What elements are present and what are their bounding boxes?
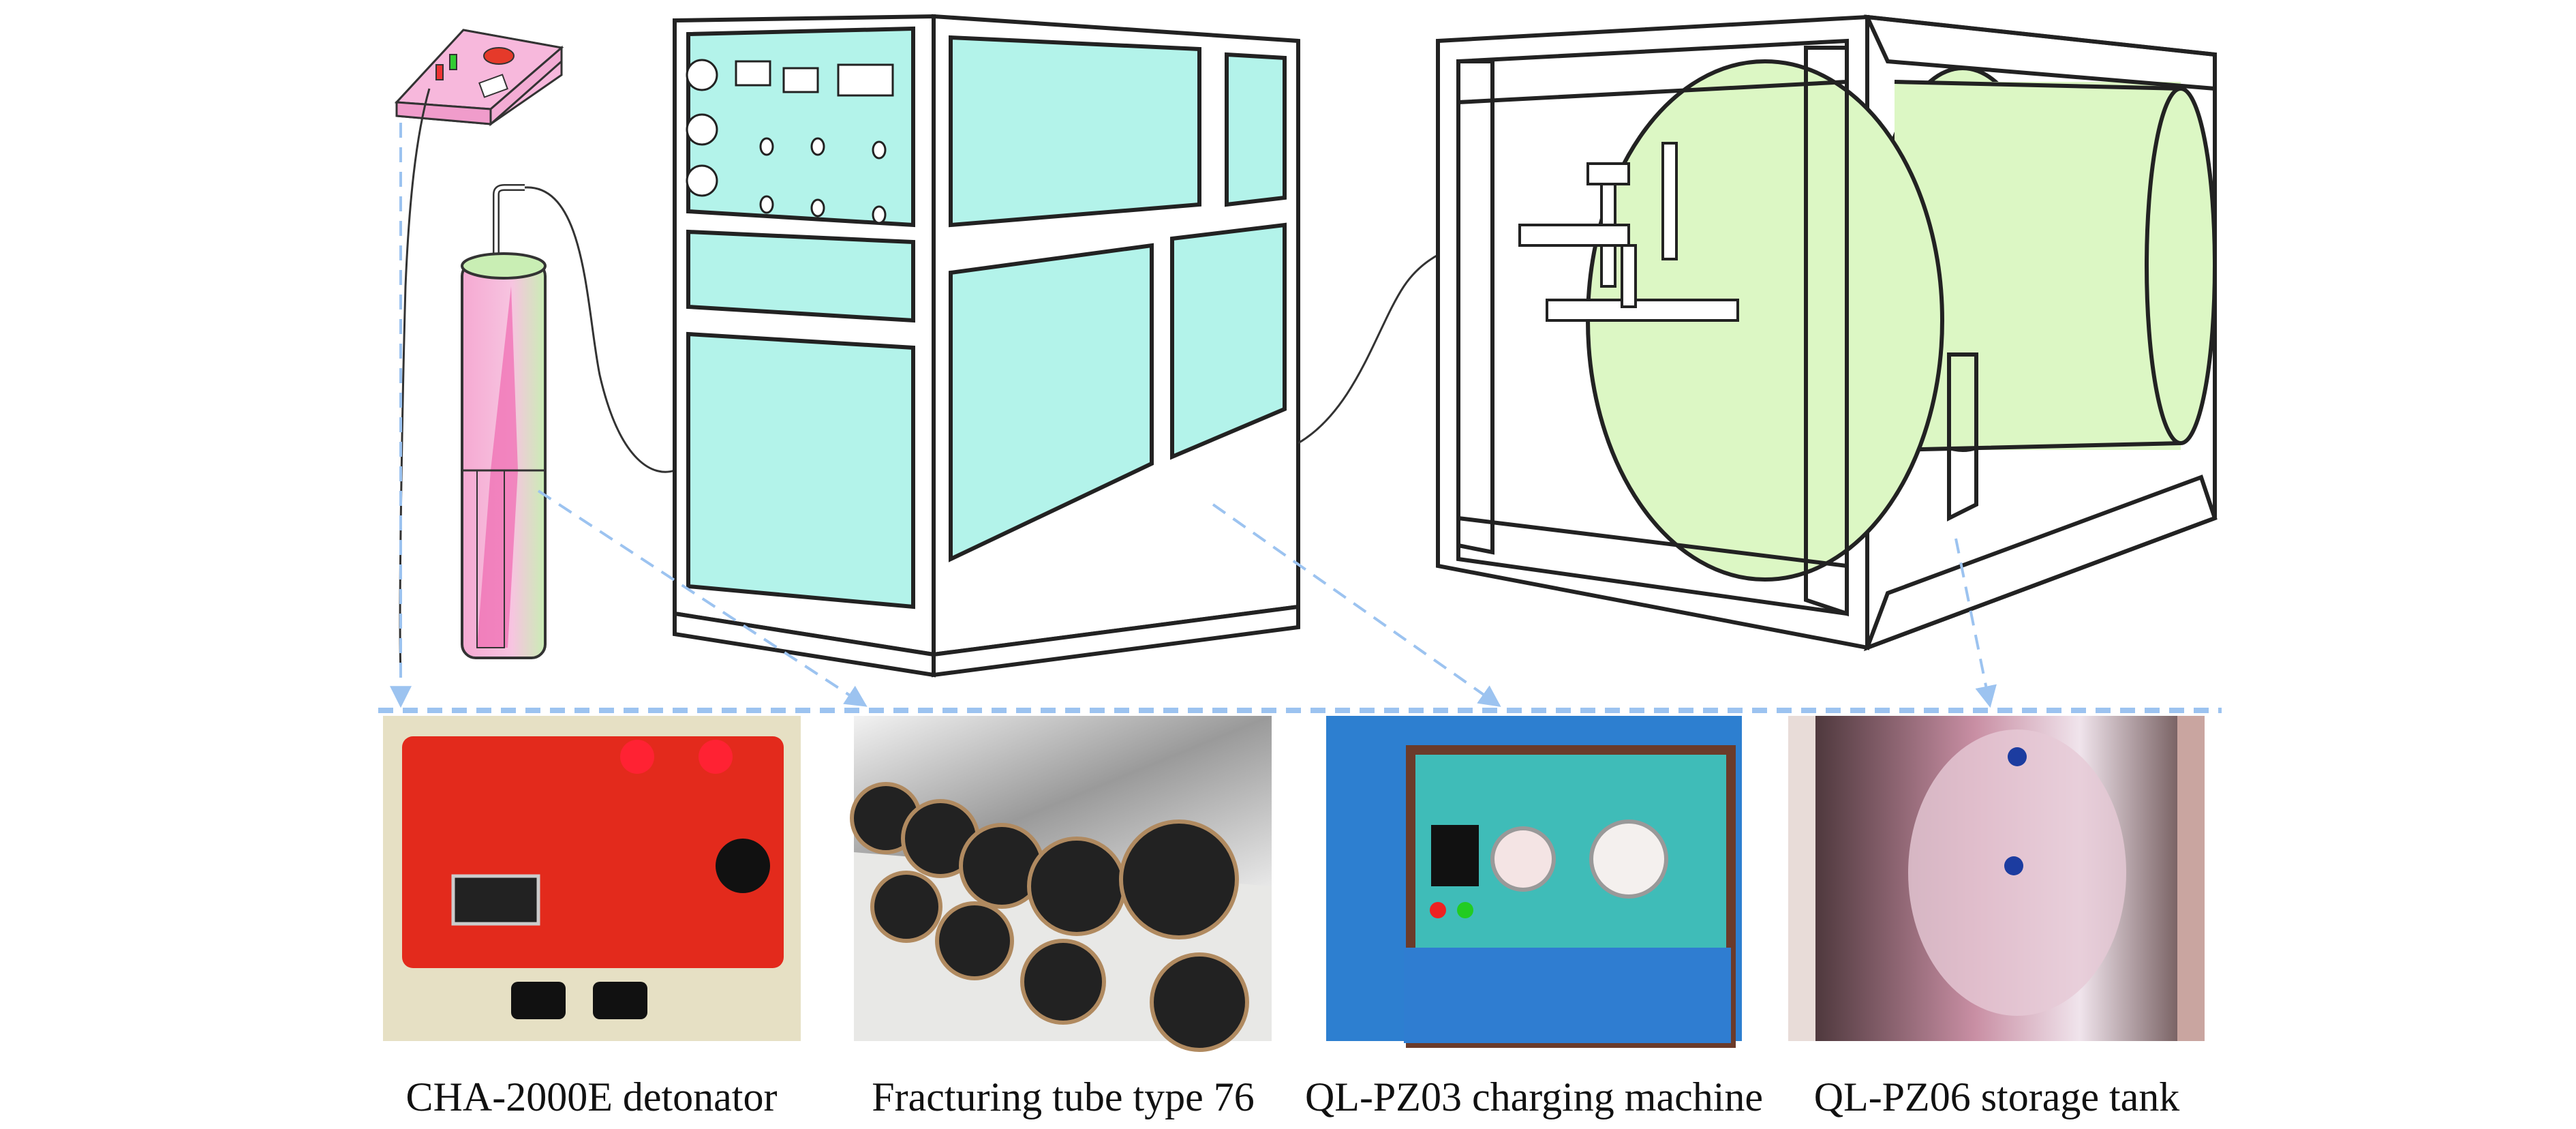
caption-storage-tank: QL-PZ06 storage tank: [1813, 1074, 2180, 1119]
detonator-illustration: [394, 29, 564, 127]
detonator-cable: [399, 88, 431, 676]
storage-tank-illustration: [1436, 14, 2218, 652]
caption-fracturing-tube: Fracturing tube type 76: [872, 1074, 1255, 1119]
charging-machine-photo: [1326, 716, 1742, 1048]
fracturing-tube-illustration: [461, 184, 547, 659]
detonator-photo: [383, 716, 801, 1041]
caption-charging-machine: QL-PZ03 charging machine: [1304, 1074, 1764, 1119]
tube-cable: [524, 186, 675, 473]
charging-machine-illustration: [673, 14, 1300, 678]
storage-tank-photo: [1788, 716, 2205, 1041]
pointer-arrows: [378, 123, 2222, 713]
caption-detonator: CHA-2000E detonator: [405, 1074, 778, 1119]
fracturing-tube-photo: [850, 716, 1272, 1052]
